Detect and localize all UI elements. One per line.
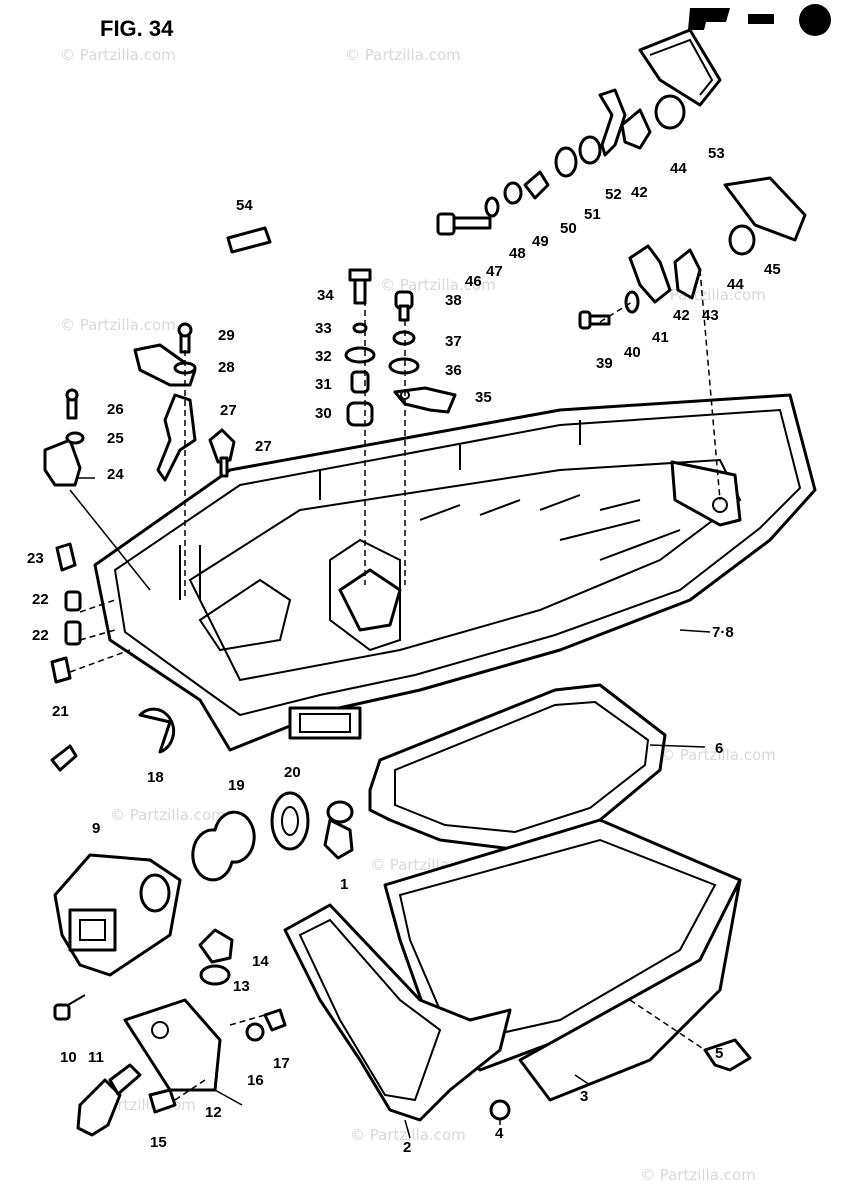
callout-4: 4 bbox=[495, 1125, 504, 1142]
callout-22: 22 bbox=[32, 591, 49, 608]
callout-9: 9 bbox=[92, 820, 100, 837]
callout-46: 46 bbox=[465, 273, 482, 290]
watermark: © Partzilla.com bbox=[110, 806, 226, 824]
watermark: © Partzilla.com bbox=[345, 46, 461, 64]
callout-10: 10 bbox=[60, 1049, 77, 1066]
callout-23: 23 bbox=[27, 550, 44, 567]
callout-12: 12 bbox=[205, 1104, 222, 1121]
callout-29: 29 bbox=[218, 327, 235, 344]
callout-41: 41 bbox=[652, 329, 669, 346]
watermark: © Partzilla.com bbox=[60, 46, 176, 64]
watermark: © Partzilla.com bbox=[380, 276, 496, 294]
callout-5: 5 bbox=[715, 1045, 723, 1062]
callout-42: 42 bbox=[673, 307, 690, 324]
small-parts-upper-left bbox=[43, 322, 236, 772]
leader-lines bbox=[69, 269, 721, 1139]
callout-21: 21 bbox=[52, 703, 69, 720]
watermark: © Partzilla.com bbox=[640, 1166, 756, 1184]
callout-7-8: 7·8 bbox=[712, 624, 734, 641]
upper-right-parts bbox=[226, 28, 807, 330]
callout-47: 47 bbox=[486, 263, 503, 280]
callout-6: 6 bbox=[715, 740, 723, 757]
callout-44: 44 bbox=[670, 160, 687, 177]
callout-26: 26 bbox=[107, 401, 124, 418]
callout-52: 52 bbox=[605, 186, 622, 203]
callout-22: 22 bbox=[32, 627, 49, 644]
callout-42: 42 bbox=[631, 184, 648, 201]
callout-51: 51 bbox=[584, 206, 601, 223]
lower-cover-main bbox=[93, 393, 817, 752]
callout-37: 37 bbox=[445, 333, 462, 350]
callout-1: 1 bbox=[340, 876, 348, 893]
callout-35: 35 bbox=[475, 389, 492, 406]
corner-mark bbox=[688, 4, 831, 36]
callout-30: 30 bbox=[315, 405, 332, 422]
lower-left-parts bbox=[53, 791, 752, 1137]
callout-19: 19 bbox=[228, 777, 245, 794]
callout-43: 43 bbox=[702, 307, 719, 324]
lower-cover-halves bbox=[283, 818, 742, 1122]
watermark: © Partzilla.com bbox=[660, 746, 776, 764]
callout-34: 34 bbox=[317, 287, 334, 304]
gasket bbox=[368, 683, 667, 852]
callout-16: 16 bbox=[247, 1072, 264, 1089]
callout-11: 11 bbox=[88, 1049, 104, 1066]
callout-labels: 1 2 3 4 5 6 7·8 9 10 11 12 13 14 15 16 1… bbox=[27, 145, 781, 1156]
callout-28: 28 bbox=[218, 359, 235, 376]
callout-49: 49 bbox=[532, 233, 549, 250]
watermark: © Partzilla.com bbox=[60, 316, 176, 334]
callout-2: 2 bbox=[403, 1139, 411, 1156]
callout-32: 32 bbox=[315, 348, 332, 365]
figure-title: FIG. 34 bbox=[100, 16, 174, 41]
callout-27: 27 bbox=[220, 402, 237, 419]
callout-38: 38 bbox=[445, 292, 462, 309]
callout-17: 17 bbox=[273, 1055, 290, 1072]
callout-45: 45 bbox=[764, 261, 781, 278]
callout-50: 50 bbox=[560, 220, 577, 237]
callout-54: 54 bbox=[236, 197, 253, 214]
callout-24: 24 bbox=[107, 466, 124, 483]
callout-25: 25 bbox=[107, 430, 124, 447]
callout-33: 33 bbox=[315, 320, 332, 337]
watermark: © Partzilla.com bbox=[350, 1126, 466, 1144]
callout-39: 39 bbox=[596, 355, 613, 372]
callout-31: 31 bbox=[315, 376, 332, 393]
callout-27: 27 bbox=[255, 438, 272, 455]
callout-20: 20 bbox=[284, 764, 301, 781]
callout-36: 36 bbox=[445, 362, 462, 379]
callout-14: 14 bbox=[252, 953, 269, 970]
callout-48: 48 bbox=[509, 245, 526, 262]
callout-44: 44 bbox=[727, 276, 744, 293]
callout-3: 3 bbox=[580, 1088, 588, 1105]
central-fasteners bbox=[344, 268, 457, 427]
callout-15: 15 bbox=[150, 1134, 167, 1151]
callout-40: 40 bbox=[624, 344, 641, 361]
callout-13: 13 bbox=[233, 978, 250, 995]
callout-53: 53 bbox=[708, 145, 725, 162]
callout-18: 18 bbox=[147, 769, 164, 786]
